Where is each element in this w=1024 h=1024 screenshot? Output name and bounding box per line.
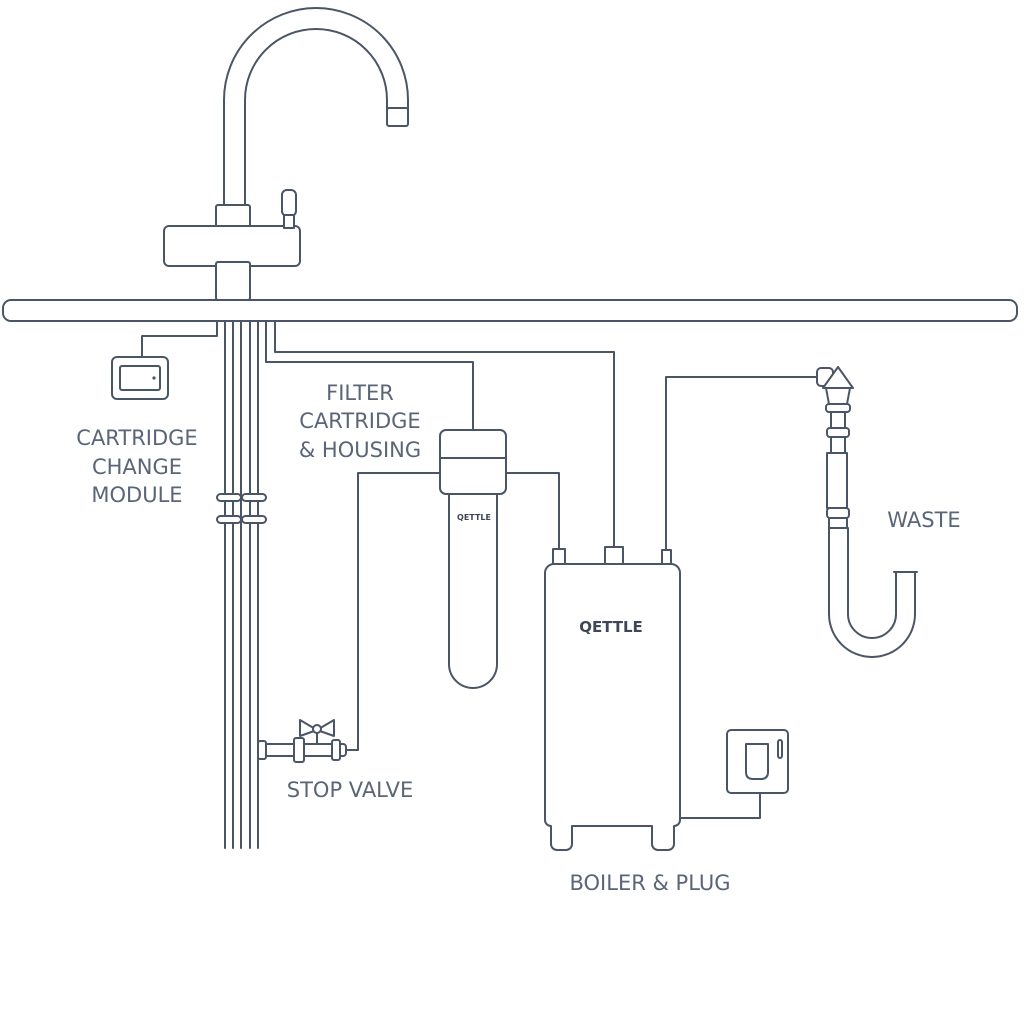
filter-label-line3: & HOUSING [299,438,421,462]
cartridge-module-label-line2: CHANGE [92,455,182,479]
filter-feed-hose [265,320,474,431]
stop-valve-hose [345,472,441,751]
filter-brand: QETTLE [457,513,491,522]
filter-label-line2: CARTRIDGE [299,409,420,433]
boiler: QETTLE [544,546,681,851]
boiler-plug-label: BOILER & PLUG [569,871,730,895]
boiler-outlet-hose [274,320,615,551]
boiling-water-tap [163,7,409,301]
wall-socket [726,729,789,794]
waste-label: WASTE [887,508,960,532]
vent-hose [665,376,821,551]
filter-label-line1: FILTER [326,381,394,405]
filter-to-boiler-hose [504,472,560,551]
cartridge-module-label-line1: CARTRIDGE [76,426,197,450]
stop-valve-label: STOP VALVE [287,778,413,802]
waste-trap [816,366,918,658]
stop-valve [257,719,347,763]
power-cable [679,792,761,819]
boiler-brand: QETTLE [579,618,643,636]
supply-pipes [216,320,267,849]
cartridge-module-label-line3: MODULE [91,483,182,507]
filter-cartridge: QETTLE [439,429,507,689]
cartridge-change-module [111,320,218,400]
worktop [2,299,1018,322]
tap-lever [281,189,297,217]
